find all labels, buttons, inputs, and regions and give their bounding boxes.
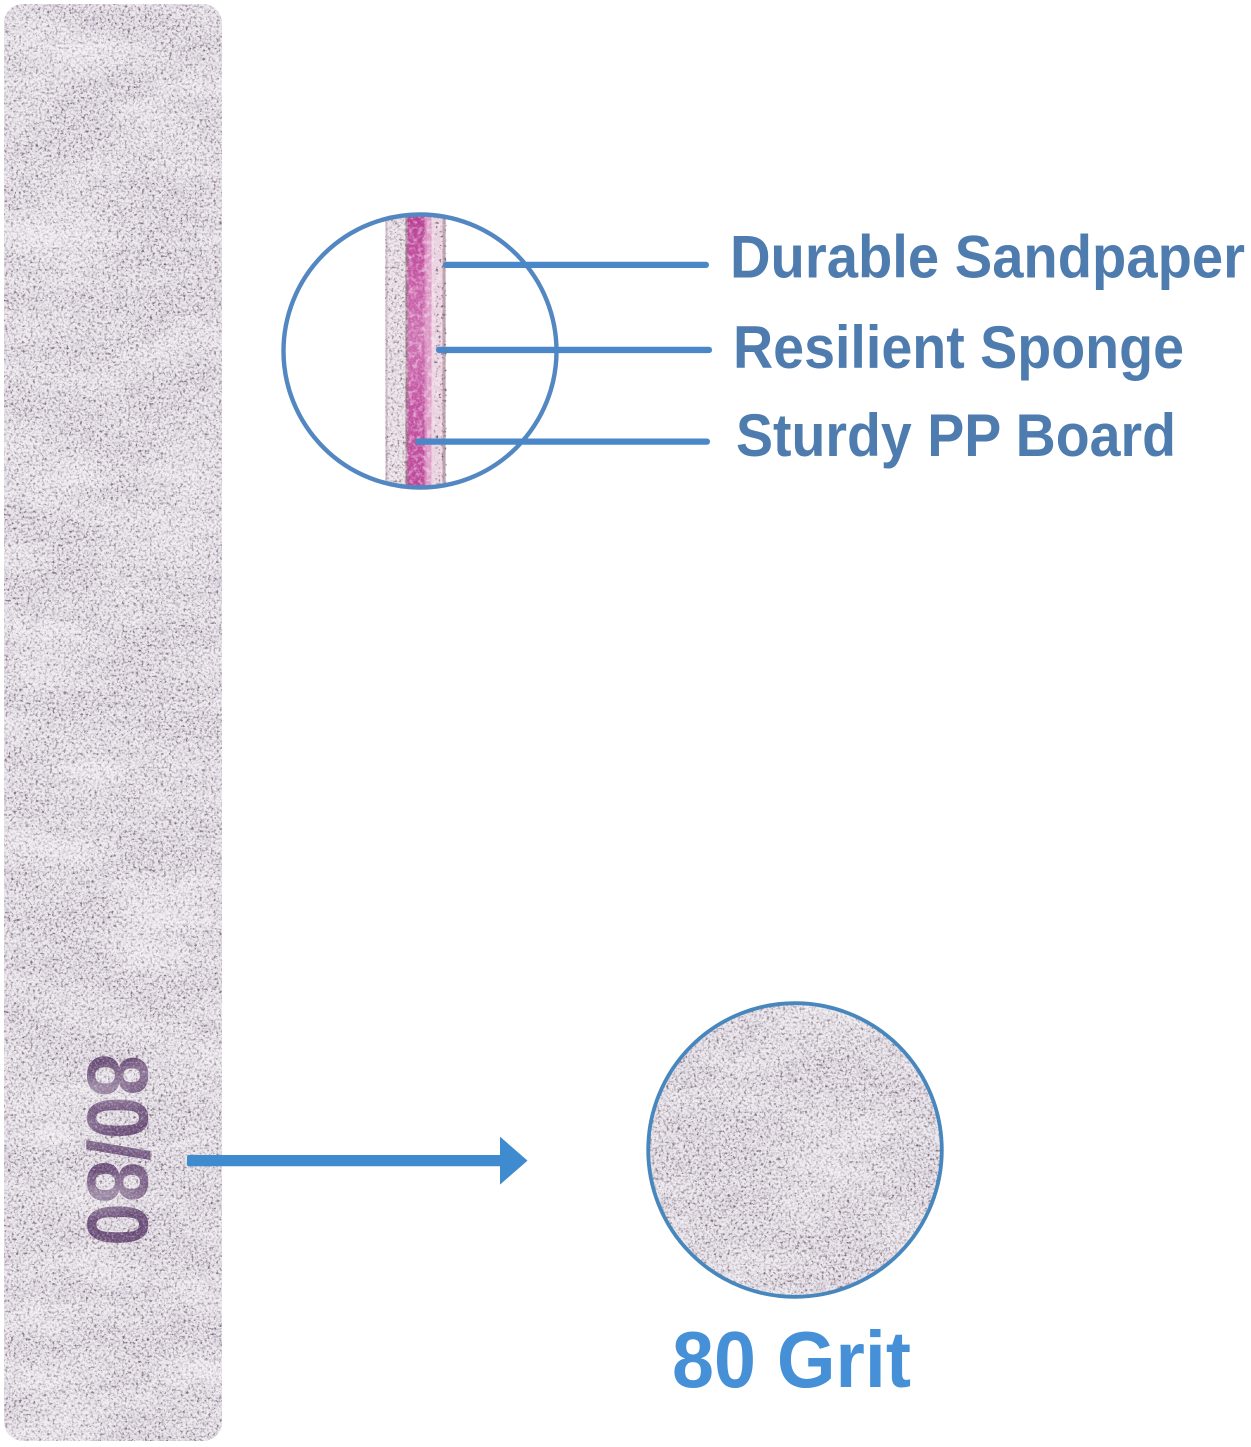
svg-text:80 Grit: 80 Grit: [672, 1315, 911, 1404]
svg-text:Durable Sandpaper: Durable Sandpaper: [730, 224, 1245, 291]
svg-text:Sturdy PP Board: Sturdy PP Board: [736, 402, 1176, 469]
svg-text:Resilient Sponge: Resilient Sponge: [733, 314, 1184, 381]
